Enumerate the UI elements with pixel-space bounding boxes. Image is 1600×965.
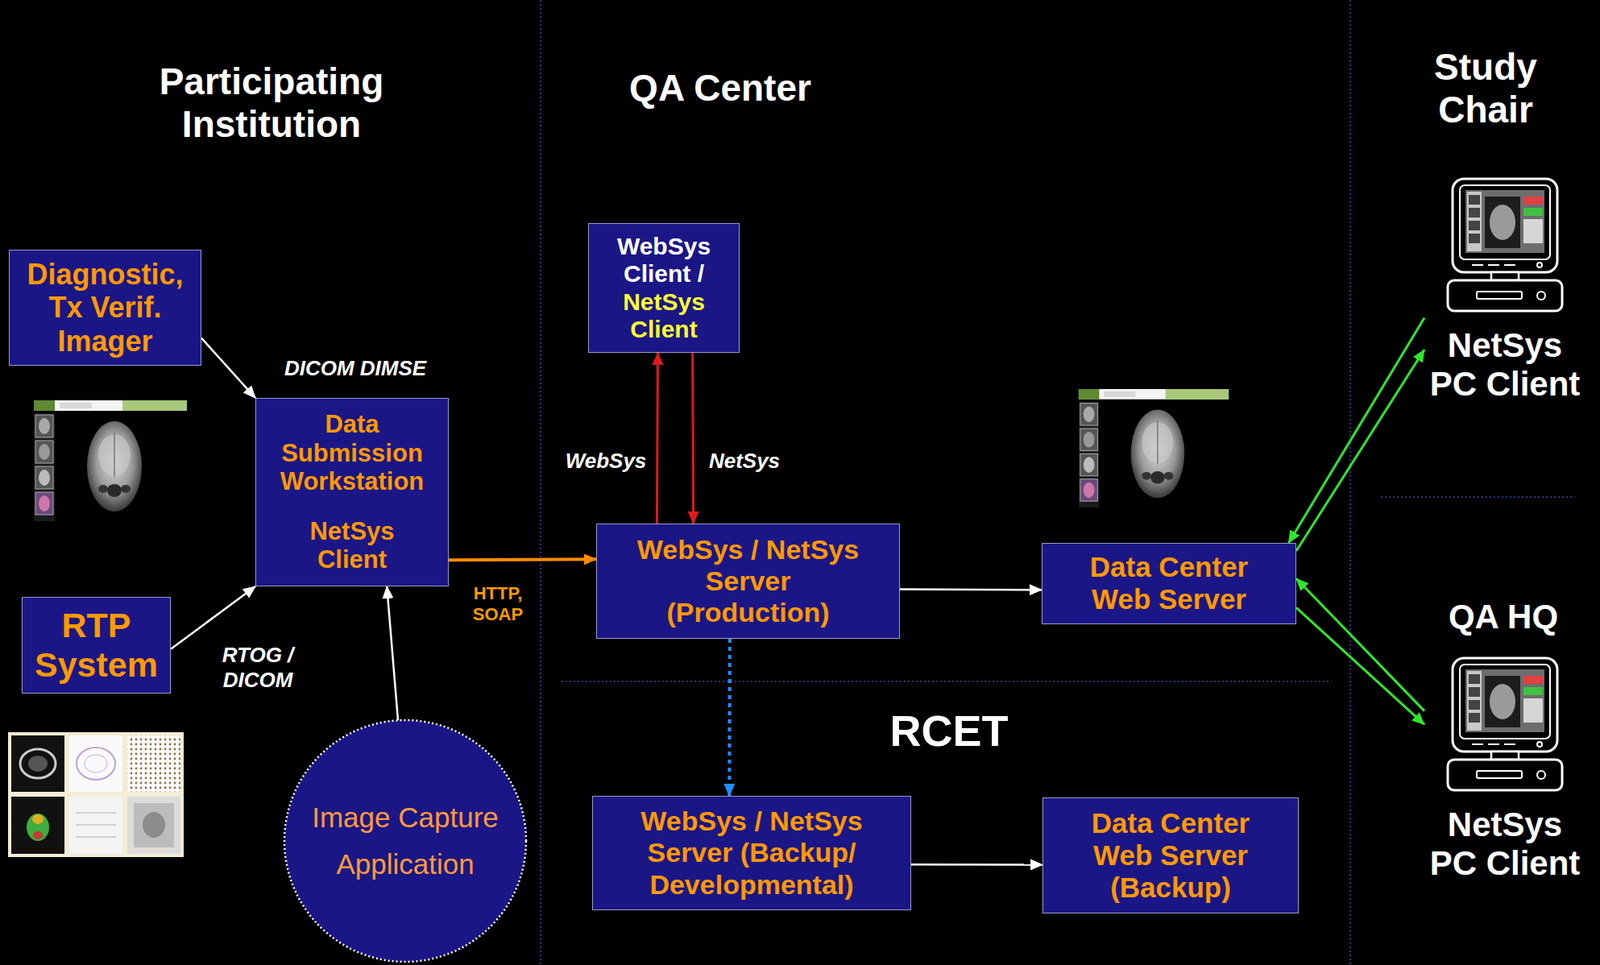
capture-circle: Image Capture Application bbox=[282, 718, 528, 964]
circle-outline bbox=[282, 718, 528, 964]
node-text-group: Diagnostic, Tx Verif. Imager bbox=[9, 257, 201, 358]
client-box: WebSys Client /NetSys Client bbox=[588, 223, 740, 353]
protocol-label: WebSys bbox=[563, 448, 650, 474]
node-text-group: WebSys Client /NetSys Client bbox=[588, 232, 739, 345]
protocol-label: HTTP, SOAP bbox=[461, 583, 535, 626]
connector-arrow bbox=[170, 586, 256, 650]
node-text: Image Capture Application bbox=[300, 794, 510, 888]
server-box: WebSys / NetSys Server (Production) bbox=[596, 523, 900, 639]
node-text-group: Data Center Web Server (Backup) bbox=[1043, 807, 1298, 905]
connector-arrow bbox=[656, 352, 658, 524]
node-text: Data Submission Workstation bbox=[256, 410, 448, 497]
workstation-box: Data Submission WorkstationNetSys Client bbox=[255, 397, 449, 587]
node-text-group: WebSys / NetSys Server (Production) bbox=[596, 534, 900, 629]
region-heading: QA HQ bbox=[1448, 597, 1559, 637]
node-text: NetSys Client bbox=[588, 288, 739, 345]
protocol-label: DICOM DIMSE bbox=[281, 356, 429, 382]
computer-icon bbox=[1444, 177, 1566, 315]
protocol-label: NetSys bbox=[706, 448, 783, 474]
connector-arrow bbox=[1289, 318, 1425, 544]
node-text: NetSys Client bbox=[291, 517, 413, 575]
web-server-box: Data Center Web Server bbox=[1041, 543, 1297, 625]
node-text-group: NetSys PC Client bbox=[1424, 326, 1586, 405]
node-text: WebSys / NetSys Server (Production) bbox=[631, 534, 866, 629]
backup-web-server-box: Data Center Web Server (Backup) bbox=[1042, 797, 1299, 914]
node-text: WebSys Client / bbox=[588, 232, 739, 289]
protocol-label: RTOG / DICOM bbox=[203, 642, 313, 693]
node-text-group: Data Submission WorkstationNetSys Client bbox=[256, 410, 448, 575]
backup-server-box: WebSys / NetSys Server (Backup/ Developm… bbox=[592, 795, 912, 911]
connector-arrow bbox=[1296, 578, 1425, 711]
region-heading: RCET bbox=[890, 705, 1009, 756]
node-text-group: NetSys PC Client bbox=[1424, 805, 1586, 884]
node-text-group: Data Center Web Server bbox=[1042, 551, 1296, 617]
region-heading: Participating Institution bbox=[142, 60, 401, 146]
rtp-system-box: RTP System bbox=[21, 596, 171, 694]
region-heading: QA Center bbox=[629, 66, 812, 110]
connector-arrow bbox=[386, 586, 398, 721]
connector-arrow bbox=[899, 588, 1042, 591]
connector-arrow bbox=[448, 557, 597, 562]
region-heading: Study Chair bbox=[1421, 45, 1551, 132]
node-text-group: WebSys / NetSys Server (Backup/ Developm… bbox=[592, 805, 911, 900]
connector-arrow bbox=[1296, 607, 1425, 725]
node-text: Data Center Web Server (Backup) bbox=[1073, 807, 1268, 905]
connector-arrow bbox=[1296, 349, 1425, 552]
pc-client: NetSys PC Client bbox=[1424, 656, 1586, 884]
imager-box: Diagnostic, Tx Verif. Imager bbox=[8, 249, 202, 366]
connector-arrow bbox=[727, 638, 732, 796]
node-text-group: Image Capture Application bbox=[282, 794, 528, 888]
node-text: Diagnostic, Tx Verif. Imager bbox=[9, 257, 201, 358]
node-text: NetSys PC Client bbox=[1424, 326, 1586, 405]
node-text: WebSys / NetSys Server (Backup/ Developm… bbox=[630, 805, 873, 900]
connector-arrow bbox=[201, 338, 256, 398]
computer-icon bbox=[1444, 656, 1566, 794]
connector-arrow bbox=[691, 352, 695, 524]
node-text-group: RTP System bbox=[22, 605, 170, 686]
pc-client: NetSys PC Client bbox=[1424, 177, 1586, 405]
connector-arrow bbox=[911, 863, 1043, 867]
node-text: RTP System bbox=[22, 605, 170, 686]
node-text: NetSys PC Client bbox=[1424, 805, 1586, 884]
node-text: Data Center Web Server bbox=[1072, 551, 1266, 617]
